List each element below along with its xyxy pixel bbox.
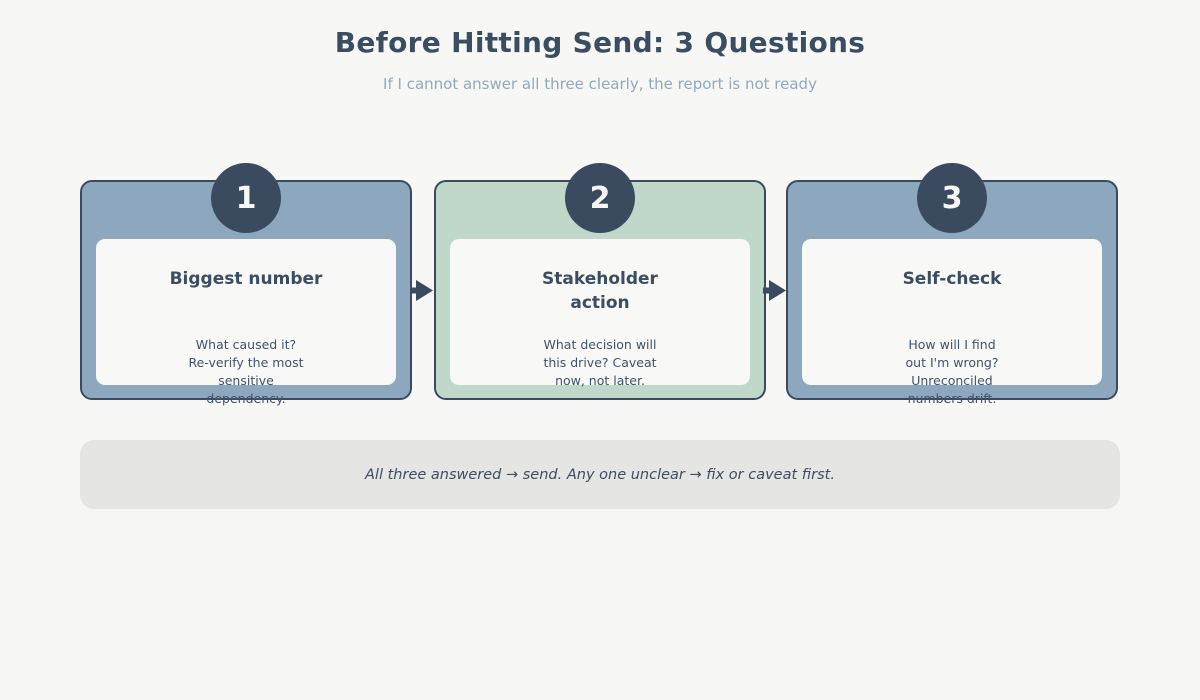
page-title: Before Hitting Send: 3 Questions (334, 26, 866, 59)
step-description: What decision will this drive? Caveat no… (543, 337, 657, 388)
summary-note-text: All three answered → send. Any one uncle… (365, 466, 835, 483)
step-card-self-check: 3 Self-check How will I find out I'm wro… (786, 163, 1118, 406)
step-number-badge: 1 (211, 163, 281, 233)
step-description: What caused it? Re-verify the most sensi… (188, 337, 304, 406)
step-title: Self-check (902, 269, 1002, 289)
step-number-badge: 2 (565, 163, 635, 233)
step-card-stakeholder-action: 2 Stakeholder action What decision will … (434, 163, 766, 400)
step-panel: Stakeholder action What decision will th… (450, 239, 750, 388)
step-panel: Biggest number What caused it? Re-verify… (96, 239, 396, 406)
arrow-right-icon (763, 280, 786, 301)
summary-note: All three answered → send. Any one uncle… (80, 440, 1120, 509)
page-subtitle: If I cannot answer all three clearly, th… (383, 75, 817, 93)
arrow-right-icon (410, 280, 433, 301)
step-title: Stakeholder action (542, 269, 658, 313)
step-card-biggest-number: 1 Biggest number What caused it? Re-veri… (80, 163, 412, 406)
step-panel: Self-check How will I find out I'm wrong… (802, 239, 1102, 406)
step-description: How will I find out I'm wrong? Unreconci… (905, 337, 999, 406)
step-title: Biggest number (169, 269, 323, 289)
step-number-badge: 3 (917, 163, 987, 233)
